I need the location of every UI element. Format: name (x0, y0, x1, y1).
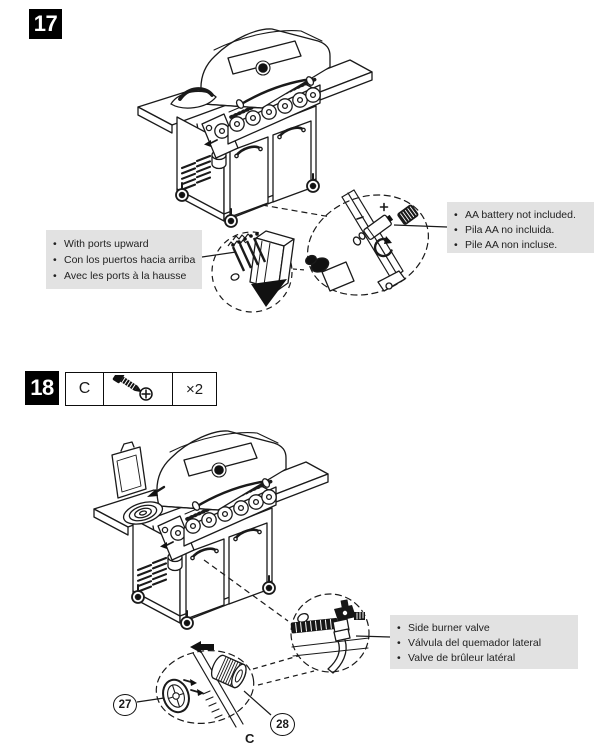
callout-line: • Pile AA non incluse. (454, 238, 586, 253)
bullet: • (397, 622, 401, 634)
step-18-number: 18 (25, 371, 59, 405)
step-17-number: 17 (29, 9, 62, 39)
part-label-28: 28 (270, 713, 295, 736)
side-burner-valve-detail-circle (290, 593, 370, 674)
screw-icon (112, 375, 153, 401)
callout-text: Valve de brûleur latéral (408, 652, 516, 664)
callout-line: • Con los puertos hacia arriba (53, 252, 196, 268)
callout-line: • Avec les ports à la hausse (53, 268, 194, 284)
bullet: • (454, 224, 458, 236)
grill-18-illustration (92, 429, 330, 631)
screw-letter-label: C (245, 731, 255, 746)
parts-required-box: C ×2 (65, 372, 217, 406)
bullet: • (397, 637, 401, 649)
leader-lines-18 (136, 559, 391, 716)
bullet: • (53, 254, 57, 266)
callout-text: Side burner valve (408, 622, 490, 634)
bullet: • (454, 209, 458, 221)
igniter-battery-detail-ellipse (305, 189, 429, 296)
part-quantity-cell: ×2 (172, 373, 216, 405)
callout-line: • With ports upward (53, 236, 194, 252)
callout-text: AA battery not included. (465, 209, 576, 221)
part-icon-cell (103, 373, 172, 405)
ports-callout-box: • With ports upward • Con los puertos ha… (46, 230, 202, 289)
valve-callout-box: • Side burner valve • Válvula del quemad… (390, 615, 578, 669)
callout-line: • AA battery not included. (454, 208, 586, 223)
callout-text: Pila AA no incluida. (465, 224, 555, 236)
bullet: • (53, 270, 57, 282)
battery-ports-detail-circle (211, 230, 295, 313)
callout-line: • Valve de brûleur latéral (397, 651, 570, 666)
push-direction-arrow (190, 641, 214, 653)
part-label-27: 27 (113, 694, 137, 716)
callout-text: Válvula del quemador lateral (408, 637, 542, 649)
callout-text: With ports upward (64, 238, 149, 250)
callout-text: Pile AA non incluse. (465, 239, 558, 251)
valve-knob-detail-ellipse (155, 649, 255, 728)
callout-line: • Pila AA no incluida. (454, 223, 586, 238)
grill-17-illustration (136, 27, 374, 229)
bullet: • (53, 238, 57, 250)
bullet: • (397, 652, 401, 664)
callout-text: Avec les ports à la hausse (64, 270, 187, 282)
bullet: • (454, 239, 458, 251)
battery-callout-box: • AA battery not included. • Pila AA no … (447, 202, 594, 253)
part-letter-cell: C (78, 380, 91, 397)
leader-lines-17 (201, 204, 448, 271)
callout-line: • Side burner valve (397, 621, 570, 636)
callout-text: Con los puertos hacia arriba (64, 254, 196, 266)
callout-line: • Válvula del quemador lateral (397, 636, 570, 651)
